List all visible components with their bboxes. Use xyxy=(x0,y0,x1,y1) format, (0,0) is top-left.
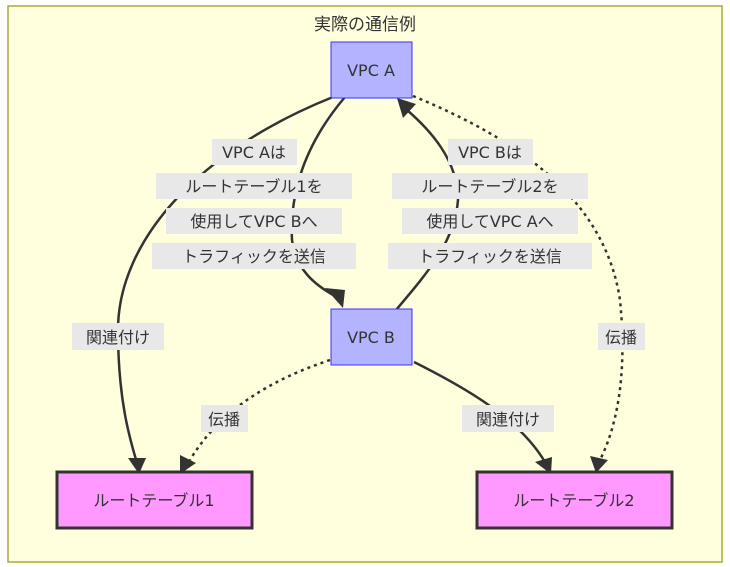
node-route-table-1[interactable]: ルートテーブル1 xyxy=(55,470,254,530)
node-label: ルートテーブル1 xyxy=(93,491,214,510)
edge-label-vpc-a-to-rt1: 関連付け xyxy=(72,323,164,350)
edge-vpc-b-to-vpc-a xyxy=(395,109,460,311)
arrowhead-icon xyxy=(128,458,146,474)
node-label: VPC B xyxy=(347,328,395,347)
edge-label-vpc-b-to-rt2: 関連付け xyxy=(462,405,554,432)
arrowhead-icon xyxy=(180,455,196,474)
edge-label-line: ルートテーブル2を xyxy=(421,177,558,196)
diagram-frame xyxy=(7,5,723,563)
arrowhead-icon xyxy=(397,98,416,118)
node-vpc-a[interactable]: VPC A xyxy=(330,41,413,99)
arrowhead-icon xyxy=(325,288,345,308)
edge-label-line: VPC Aは xyxy=(222,143,286,162)
node-label: ルートテーブル2 xyxy=(513,491,634,510)
edge-label-vpc-b-to-rt1: 伝播 xyxy=(201,405,248,432)
arrowhead-icon xyxy=(535,457,552,474)
edge-label-line: ルートテーブル1を xyxy=(185,177,322,196)
edge-label-line: 使用してVPC Bへ xyxy=(190,212,317,231)
edge-label-line: トラフィックを送信 xyxy=(182,247,326,266)
edge-label-line: トラフィックを送信 xyxy=(418,247,562,266)
edge-label-line: 使用してVPC Aへ xyxy=(426,212,553,231)
edge-vpc-b-to-rt1 xyxy=(188,358,331,461)
edge-label-vpc-b-to-vpc-a: VPC Bは ルートテーブル2を 使用してVPC Aへ トラフィックを送信 xyxy=(388,139,592,269)
svg-text:関連付け: 関連付け xyxy=(86,328,150,347)
svg-text:伝播: 伝播 xyxy=(208,410,240,429)
edge-label-vpc-a-to-vpc-b: VPC Aは ルートテーブル1を 使用してVPC Bへ トラフィックを送信 xyxy=(152,139,356,269)
svg-text:伝播: 伝播 xyxy=(605,328,637,347)
svg-text:関連付け: 関連付け xyxy=(476,410,540,429)
arrowhead-icon xyxy=(590,456,608,473)
node-route-table-2[interactable]: ルートテーブル2 xyxy=(475,470,674,530)
diagram-title: 実際の通信例 xyxy=(314,15,416,35)
node-vpc-b[interactable]: VPC B xyxy=(330,308,413,366)
edge-vpc-a-to-rt2 xyxy=(412,94,624,461)
edge-label-vpc-a-to-rt2: 伝播 xyxy=(598,323,645,350)
node-label: VPC A xyxy=(347,61,395,80)
edge-label-line: VPC Bは xyxy=(458,143,522,162)
